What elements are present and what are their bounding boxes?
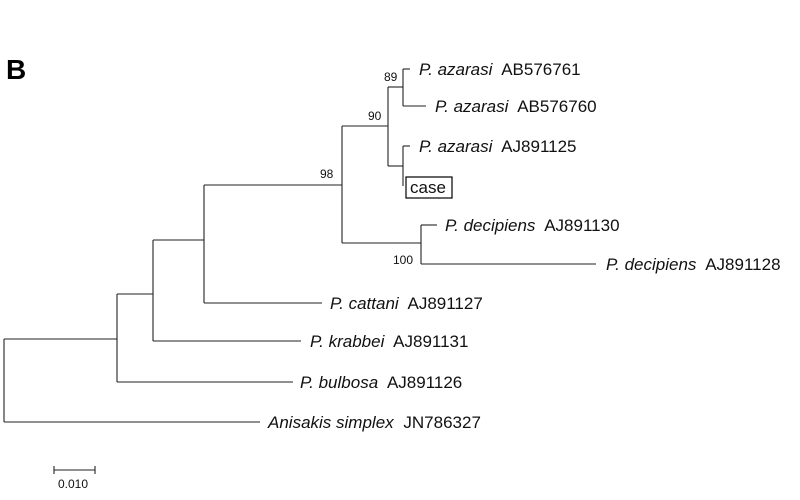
species-name: P. krabbei (310, 332, 386, 351)
taxon-label: P. azarasi AB576761 (419, 60, 581, 79)
bootstrap-89: 89 (384, 70, 398, 84)
scale-bar-label: 0.010 (58, 477, 88, 491)
taxon-label: P. azarasi AJ891125 (419, 137, 577, 156)
panel-label: B (6, 54, 27, 85)
species-name: P. bulbosa (300, 373, 378, 392)
taxon-label: P. cattani AJ891127 (330, 294, 483, 313)
accession-number: AJ891128 (705, 255, 780, 274)
bootstrap-98: 98 (320, 167, 334, 181)
bootstrap-100: 100 (393, 253, 413, 267)
species-name: P. decipiens (445, 216, 536, 235)
taxon-label: P. decipiens AJ891128 (606, 255, 781, 274)
accession-number: AB576760 (517, 97, 596, 116)
taxon-label: P. azarasi AB576760 (435, 97, 597, 116)
scale-bar: 0.010 (53, 466, 96, 491)
taxon-label: P. decipiens AJ891130 (445, 216, 620, 235)
accession-number: JN786327 (403, 413, 481, 432)
species-name: P. cattani (330, 294, 400, 313)
taxon-label: P. bulbosa AJ891126 (300, 373, 462, 392)
tree-branches (3, 68, 596, 423)
bootstrap-90: 90 (368, 109, 382, 123)
accession-number: AJ891125 (501, 137, 576, 156)
taxon-labels: P. azarasi AB576761 P. azarasi AB576760 … (267, 60, 781, 432)
species-name: P. azarasi (419, 137, 494, 156)
accession-number: AJ891130 (544, 216, 619, 235)
accession-number: AJ891131 (393, 332, 468, 351)
case-label-box (405, 176, 453, 199)
taxon-label: P. krabbei AJ891131 (310, 332, 468, 351)
bootstrap-values: 89 90 98 100 (320, 70, 413, 267)
species-name: P. azarasi (435, 97, 510, 116)
case-label: case (410, 178, 446, 197)
species-name: Anisakis simplex (267, 413, 394, 432)
accession-number: AB576761 (501, 60, 580, 79)
accession-number: AJ891126 (387, 373, 462, 392)
species-name: P. decipiens (606, 255, 697, 274)
accession-number: AJ891127 (407, 294, 482, 313)
species-name: P. azarasi (419, 60, 494, 79)
taxon-label: Anisakis simplex JN786327 (267, 413, 481, 432)
